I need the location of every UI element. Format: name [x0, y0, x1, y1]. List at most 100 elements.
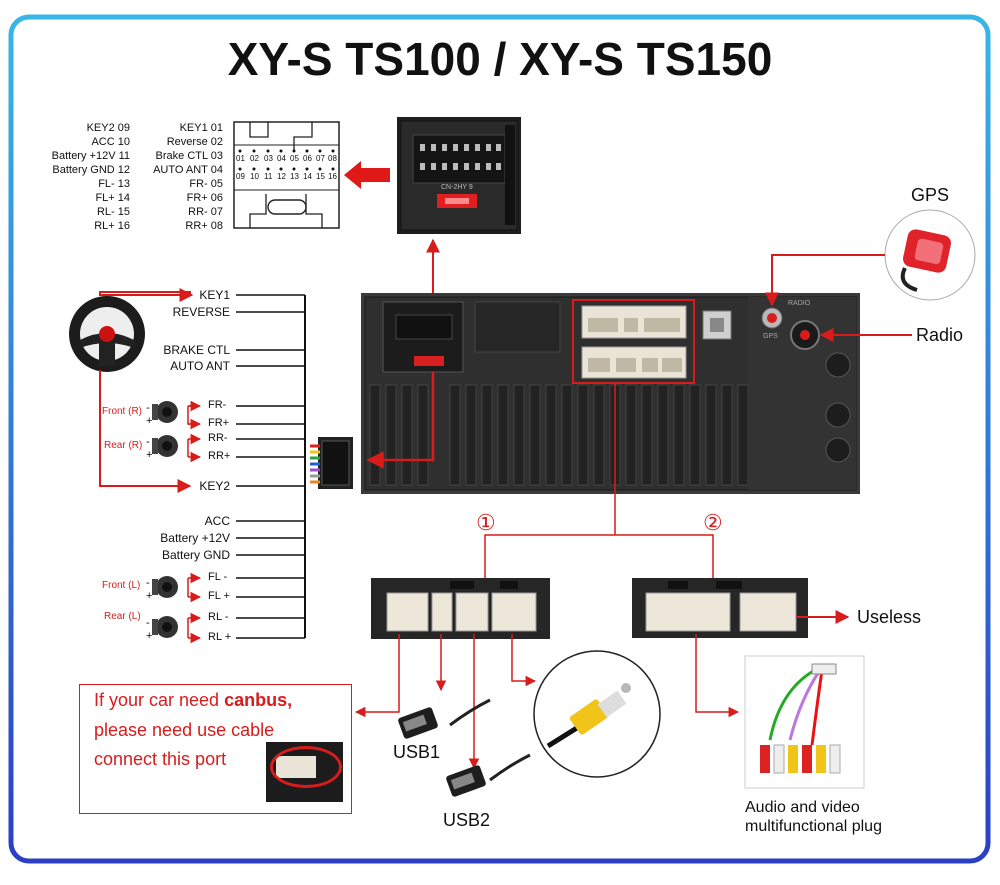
pin-number: 12	[277, 172, 286, 181]
canbus-port-highlight	[270, 746, 342, 788]
wire-label-auto-ant: AUTO ANT	[170, 359, 230, 373]
pin-number: 10	[250, 172, 259, 181]
pin-number: 02	[250, 154, 259, 163]
pinout-label: Reverse 02	[166, 136, 223, 148]
pin-number: 05	[290, 154, 299, 163]
port1-marker: ①	[476, 510, 496, 535]
usb2-cable-icon	[446, 753, 531, 797]
radio-label: Radio	[916, 325, 964, 345]
port1-connector	[371, 578, 550, 639]
polarity-plus: +	[146, 630, 153, 642]
canbus-line-3: connect this port	[94, 749, 227, 769]
pin-number: 03	[264, 154, 273, 163]
pin-number: 08	[328, 154, 337, 163]
pinout-label: RR+ 08	[185, 220, 223, 232]
pinout-label: FR+ 06	[186, 192, 223, 204]
usb1-cable-icon	[398, 698, 491, 739]
pinout-label: KEY1 01	[179, 122, 223, 134]
pin-number: 06	[303, 154, 312, 163]
wire-label-reverse: REVERSE	[172, 305, 230, 319]
speaker-label-rear-r: Rear (R)	[104, 440, 143, 451]
pinout-label: Battery +12V 11	[51, 150, 130, 162]
wire-label-key1: KEY1	[199, 288, 230, 302]
wire-label-fr-minus: FR-	[208, 399, 227, 411]
outer-frame	[8, 14, 991, 864]
wire-label-battery: Battery +12V	[160, 531, 230, 545]
connector-photo	[397, 117, 521, 234]
canbus-line-1: If your car need canbus,	[94, 690, 292, 711]
usb2-label: USB2	[443, 810, 491, 830]
wire-label-rl-minus: RL -	[208, 611, 229, 623]
port2-marker: ②	[703, 510, 723, 535]
pinout-label: ACC 10	[91, 136, 130, 148]
pinout-label: KEY2 09	[86, 122, 130, 134]
usb1-label: USB1	[393, 742, 441, 762]
unit-gps-label: GPS	[763, 333, 778, 340]
pin-number: 14	[303, 172, 312, 181]
connector-photo-text: CN-2HY 9	[441, 184, 473, 191]
wire-label-rl-plus: RL +	[208, 631, 232, 643]
pinout-arrow	[344, 161, 390, 189]
pinout-label: FL+ 14	[95, 192, 130, 204]
wire-label-gnd: Battery GND	[161, 548, 230, 562]
wire-label-fl-plus: FL +	[208, 590, 230, 602]
polarity-minus: -	[146, 436, 150, 448]
speaker-rear-r	[152, 433, 202, 463]
pinout-label: FL- 13	[98, 178, 130, 190]
unit-radio-label: RADIO	[788, 300, 811, 307]
canbus-line-1-text: If your car need	[94, 690, 225, 710]
rca-cable-icon	[533, 650, 661, 778]
pinout-label: RL- 15	[96, 206, 130, 218]
pin-number: 01	[236, 154, 245, 163]
wire-label-rr-minus: RR-	[208, 432, 228, 444]
speaker-label-front-r: Front (R)	[102, 406, 142, 417]
speaker-label-rear-l: Rear (L)	[104, 611, 141, 622]
steering-wheel-icon	[69, 296, 145, 372]
pinout-label: RR- 07	[188, 206, 223, 218]
pinout-label: Brake CTL 03	[155, 150, 223, 162]
polarity-plus: +	[146, 449, 153, 461]
head-unit	[361, 293, 860, 494]
wire-label-fr-plus: FR+	[208, 417, 230, 429]
wire-label-acc: ACC	[204, 514, 230, 528]
pin-number: 13	[290, 172, 299, 181]
pin-number: 16	[328, 172, 337, 181]
polarity-minus: -	[146, 577, 150, 589]
canbus-keyword: canbus,	[224, 690, 293, 710]
useless-label: Useless	[857, 607, 922, 627]
page-title: XY-S TS100 / XY-S TS150	[227, 33, 773, 85]
speaker-rear-l	[152, 612, 202, 644]
pin-number: 09	[236, 172, 245, 181]
gps-label: GPS	[911, 185, 950, 205]
wire-label-key2: KEY2	[199, 479, 230, 493]
pinout-schematic	[233, 121, 340, 229]
polarity-plus: +	[146, 415, 153, 427]
polarity-minus: -	[146, 617, 150, 629]
pin-number: 04	[277, 154, 286, 163]
canbus-port-photo	[266, 742, 343, 802]
speaker-label-front-l: Front (L)	[102, 580, 141, 591]
pinout-label: RL+ 16	[94, 220, 130, 232]
av-plug-caption-2: multifunctional plug	[745, 818, 882, 835]
wire-label-rr-plus: RR+	[208, 450, 231, 462]
av-plug-icon	[744, 655, 865, 789]
wire-label-brake: BRAKE CTL	[163, 343, 230, 357]
speaker-front-l	[152, 572, 202, 603]
polarity-plus: +	[146, 590, 153, 602]
speaker-front-r	[152, 400, 202, 430]
pinout-label: AUTO ANT 04	[153, 164, 223, 176]
wire-label-fl-minus: FL -	[208, 571, 228, 583]
pinout-label: FR- 05	[189, 178, 223, 190]
polarity-minus: -	[146, 402, 150, 414]
gps-antenna	[884, 209, 976, 301]
harness-plug	[310, 437, 353, 489]
canbus-line-2: please need use cable	[94, 720, 275, 740]
pin-number: 15	[316, 172, 325, 181]
pinout-label: Battery GND 12	[52, 164, 130, 176]
av-plug-caption-1: Audio and video	[745, 799, 860, 816]
pin-number: 11	[264, 172, 273, 181]
port2-connector	[632, 578, 808, 638]
pin-number: 07	[316, 154, 325, 163]
